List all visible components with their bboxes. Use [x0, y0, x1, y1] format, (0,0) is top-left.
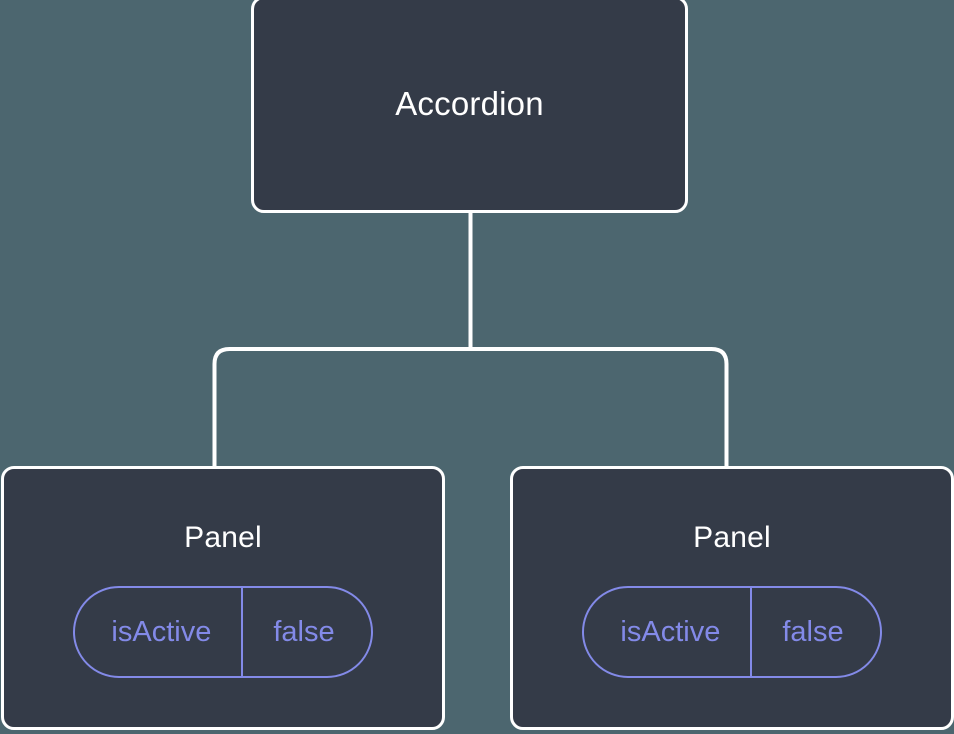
state-badge-panel-2[interactable]: isActive false	[582, 586, 882, 678]
node-accordion-label: Accordion	[395, 85, 544, 123]
state-badge-panel-1-value: false	[241, 588, 370, 676]
state-badge-panel-2-value: false	[750, 588, 879, 676]
node-accordion[interactable]: Accordion	[251, 0, 688, 213]
node-panel-2-label: Panel	[693, 521, 771, 554]
state-badge-panel-2-key: isActive	[620, 615, 721, 648]
connector-branch-bus	[212, 347, 729, 469]
node-panel-2[interactable]: Panel isActive false	[510, 466, 954, 730]
state-badge-panel-1-key: isActive	[111, 615, 212, 648]
node-panel-1-label: Panel	[184, 521, 262, 554]
state-badge-panel-1[interactable]: isActive false	[73, 586, 373, 678]
node-panel-1[interactable]: Panel isActive false	[1, 466, 445, 730]
